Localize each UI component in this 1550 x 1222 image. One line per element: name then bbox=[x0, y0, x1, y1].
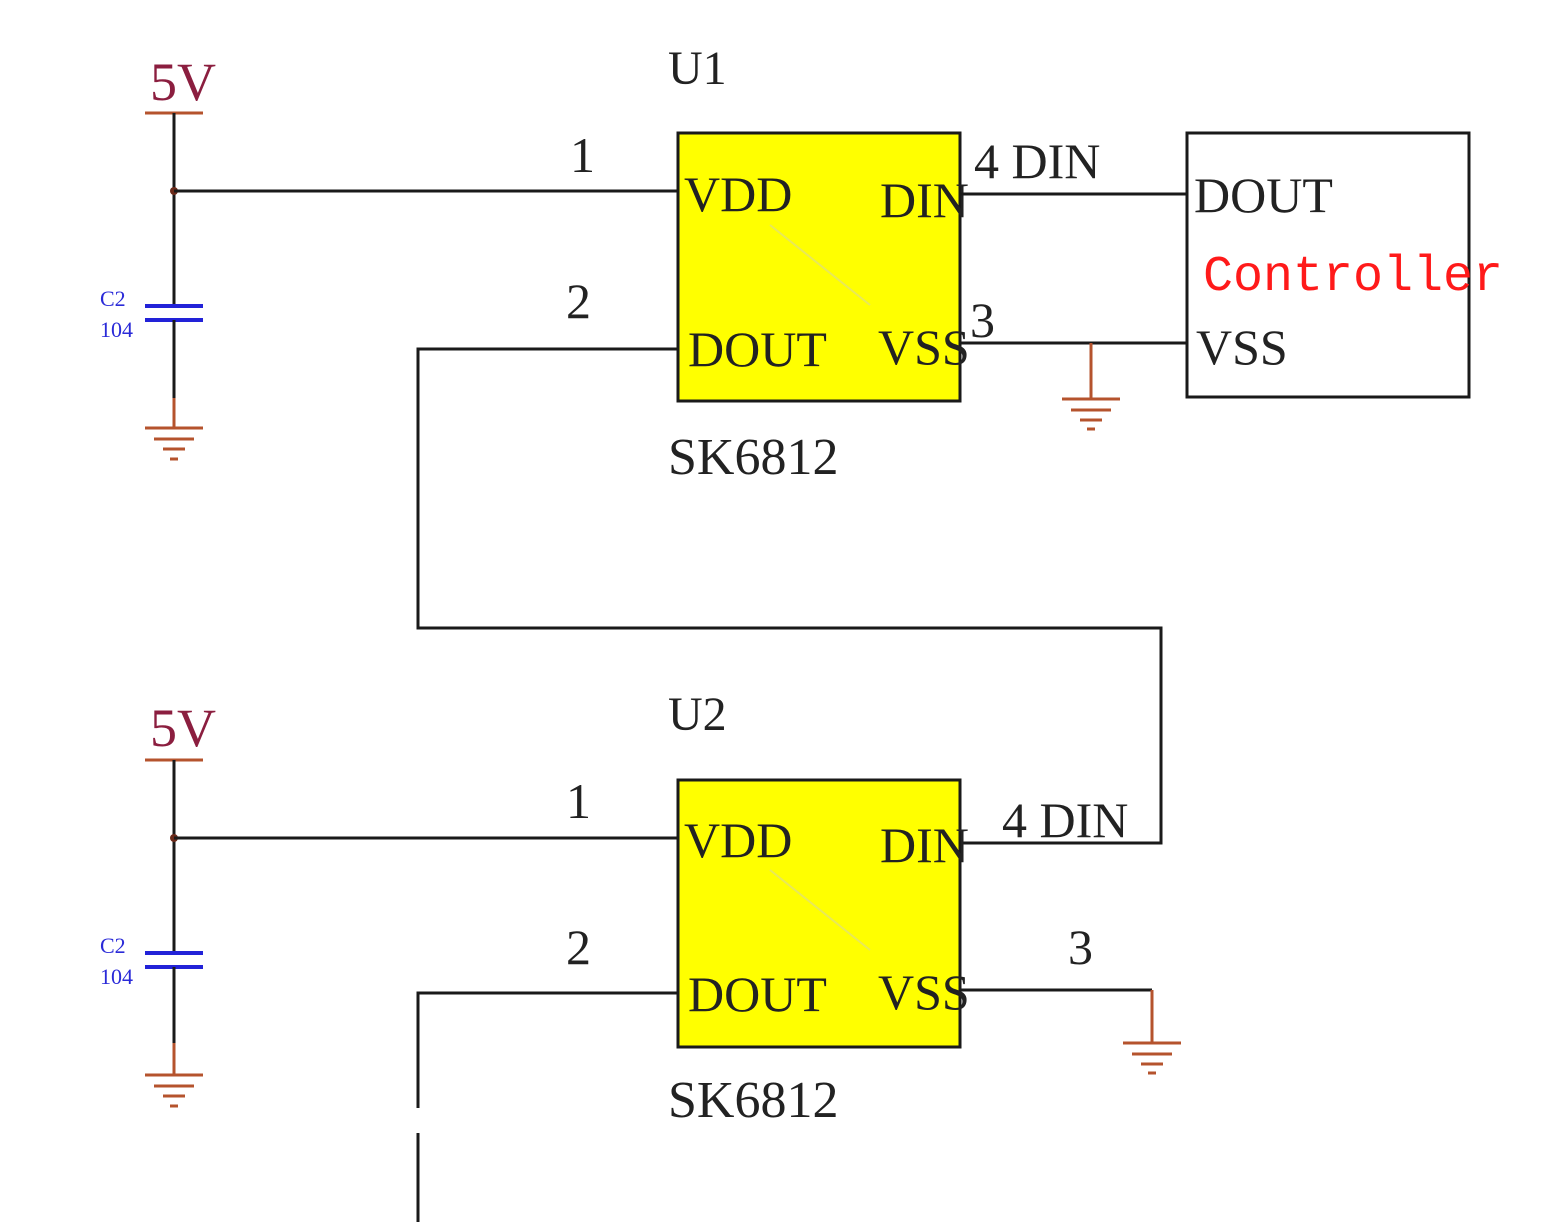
power-section-bottom: 5V C2 104 bbox=[100, 698, 216, 1108]
pin-number-1-u2: 1 bbox=[566, 773, 591, 829]
net-label-5v-bottom: 5V bbox=[150, 698, 216, 758]
pin-number-2-u2: 2 bbox=[566, 919, 591, 975]
chip-body-u2 bbox=[676, 778, 962, 1049]
chip-u1: U1 VDD DIN DOUT VSS SK6812 1 2 3 4 DIN bbox=[566, 42, 1100, 486]
pin-number-3-u1: 3 bbox=[970, 292, 995, 348]
chip-part-u2: SK6812 bbox=[668, 1072, 838, 1129]
chip-u2: U2 VDD DIN DOUT VSS SK6812 1 2 3 4 DIN bbox=[566, 688, 1128, 1129]
controller-block: DOUT Controller VSS bbox=[1185, 131, 1503, 399]
capacitor-value-top: 104 bbox=[100, 317, 133, 342]
chip-ref-u1: U1 bbox=[668, 42, 727, 95]
controller-body bbox=[1185, 131, 1471, 399]
net-label-5v-top: 5V bbox=[150, 52, 216, 112]
pin-number-2-u1: 2 bbox=[566, 273, 591, 329]
pin-label-vss-u1: VSS bbox=[878, 319, 970, 375]
u2-wiring bbox=[174, 836, 1181, 1222]
capacitor-value-bottom: 104 bbox=[100, 964, 133, 989]
wire-dout-u2 bbox=[416, 991, 678, 1108]
pin-label-dout-u2: DOUT bbox=[688, 966, 827, 1022]
ground-icon bbox=[145, 1043, 203, 1108]
pin-label-din-u2: DIN bbox=[880, 817, 969, 873]
pin-number-1-u1: 1 bbox=[570, 127, 595, 183]
controller-pin-dout: DOUT bbox=[1194, 167, 1333, 223]
pin-label-vdd-u1: VDD bbox=[684, 166, 792, 222]
capacitor-ref-top: C2 bbox=[100, 286, 126, 311]
ground-icon bbox=[1062, 343, 1120, 431]
power-section-top: 5V C2 104 bbox=[100, 52, 216, 461]
chip-ref-u2: U2 bbox=[668, 688, 727, 741]
ground-icon bbox=[1123, 990, 1181, 1075]
pin-number-4-din-u2: 4 DIN bbox=[1002, 792, 1128, 848]
wire-dout-u1-to-din-u2 bbox=[416, 347, 1163, 845]
pin-number-3-u2: 3 bbox=[1068, 919, 1093, 975]
chip-sheen-u1 bbox=[769, 224, 871, 306]
pin-number-4-din-u1: 4 DIN bbox=[974, 133, 1100, 189]
pin-label-vss-u2: VSS bbox=[878, 964, 970, 1020]
ground-icon bbox=[145, 398, 203, 461]
pin-label-din-u1: DIN bbox=[880, 172, 969, 228]
pin-label-dout-u1: DOUT bbox=[688, 321, 827, 377]
controller-pin-vss: VSS bbox=[1196, 319, 1288, 375]
pin-label-vdd-u2: VDD bbox=[684, 812, 792, 868]
chip-part-u1: SK6812 bbox=[668, 429, 838, 486]
chip-body-u1 bbox=[676, 131, 962, 403]
chip-sheen-u2 bbox=[769, 869, 871, 951]
u1-wiring bbox=[174, 189, 1187, 845]
controller-title: Controller bbox=[1203, 249, 1503, 306]
capacitor-ref-bottom: C2 bbox=[100, 933, 126, 958]
